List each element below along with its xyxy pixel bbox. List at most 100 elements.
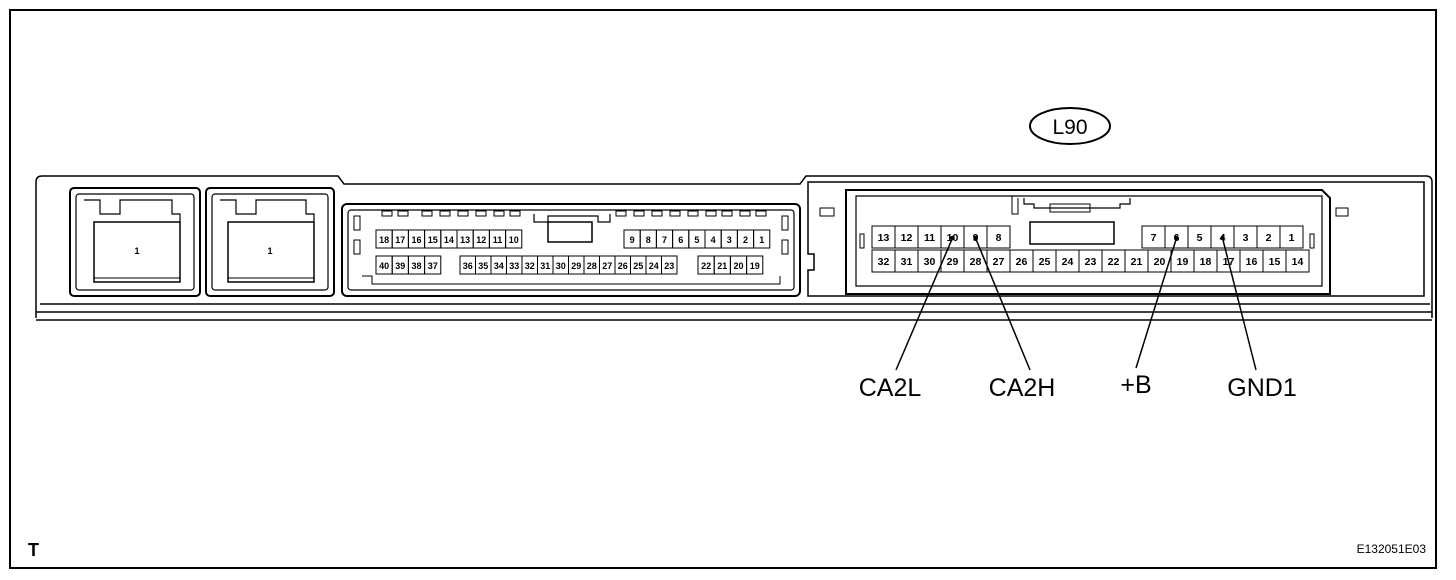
pin-number: 32: [878, 256, 890, 268]
pin-number: 34: [494, 261, 504, 271]
pin-number: 14: [444, 235, 454, 245]
pin-number: 28: [970, 256, 982, 268]
pin-number: 30: [924, 256, 936, 268]
pin-number: 37: [428, 261, 438, 271]
pin-number: 28: [587, 261, 597, 271]
mid-connector: [341, 203, 801, 297]
latch-slot: [739, 210, 751, 217]
pin-number: 26: [1016, 256, 1028, 268]
pin-number: 15: [1269, 256, 1281, 268]
leader-line: [1135, 237, 1178, 369]
latch-slot: [687, 210, 699, 217]
mid-connector-latch-slots: [381, 210, 767, 217]
leader-line: [895, 237, 954, 371]
pin-number: 2: [743, 235, 748, 245]
pin-number: 16: [1246, 256, 1258, 268]
main-connector: [807, 181, 1425, 297]
pin-number: 21: [1131, 256, 1143, 268]
connector-label-badge: L90: [1029, 107, 1111, 145]
pin-number: 20: [1154, 256, 1166, 268]
signal-label-ca2h: CA2H: [989, 374, 1056, 402]
pin-number: 21: [717, 261, 727, 271]
leader-dot: [973, 235, 978, 241]
pin-number: 1: [1289, 232, 1295, 244]
pin-number: 10: [509, 235, 519, 245]
pin-number: 7: [1151, 232, 1157, 244]
latch-slot: [421, 210, 433, 217]
pin-number: 4: [711, 235, 716, 245]
pin-number: 19: [750, 261, 760, 271]
pin-number: 3: [727, 235, 732, 245]
pin-number: 22: [701, 261, 711, 271]
pin-number: 31: [901, 256, 913, 268]
pin-number: 35: [478, 261, 488, 271]
pin-number: 24: [1062, 256, 1074, 268]
pin-number: 9: [630, 235, 635, 245]
pin-number: 31: [540, 261, 550, 271]
pin-number: 23: [1085, 256, 1097, 268]
signal-label-plus-b: +B: [1120, 371, 1151, 399]
pin-number: 11: [924, 232, 935, 244]
pin-number: 11: [493, 235, 503, 245]
pin-number: 5: [1197, 232, 1203, 244]
pin-cell: [746, 255, 764, 275]
pin-number: 33: [509, 261, 519, 271]
latch-slot: [705, 210, 717, 217]
pin-number: 38: [411, 261, 421, 271]
connector-label: L90: [1052, 116, 1087, 139]
pin-cell: [986, 225, 1011, 249]
main-connector-pins: 1312111098765432132313029282726252423222…: [871, 225, 1310, 273]
latch-slot: [755, 210, 767, 217]
signal-label-ca2l: CA2L: [859, 374, 922, 402]
corner-mark: T: [28, 540, 39, 560]
pin-number: 2: [1266, 232, 1272, 244]
pin-number: 5: [694, 235, 699, 245]
latch-slot: [633, 210, 645, 217]
latch-slot: [457, 210, 469, 217]
pin-number: 13: [460, 235, 470, 245]
pin-number: 26: [618, 261, 628, 271]
pin-cell: [424, 255, 442, 275]
pin-number: 8: [646, 235, 651, 245]
ecu-housing: [35, 175, 1433, 321]
pin-number: 12: [476, 235, 486, 245]
leader-dot: [1220, 235, 1225, 241]
figure-code: E132051E03: [1357, 542, 1427, 556]
leader-dot: [950, 235, 955, 241]
pin-number: 36: [463, 261, 473, 271]
leader-line: [1221, 237, 1257, 371]
latch-slot: [509, 210, 521, 217]
pin-number: 12: [901, 232, 913, 244]
pin-number: 25: [633, 261, 643, 271]
pin-number: 8: [996, 232, 1002, 244]
pin-cell: [505, 229, 523, 249]
pin-number: 3: [1243, 232, 1249, 244]
pin-cell: [661, 255, 678, 275]
latch-slot: [381, 210, 393, 217]
pin-number: 17: [395, 235, 405, 245]
pin-cell: [1279, 225, 1304, 249]
pin-number: 18: [1200, 256, 1212, 268]
pin-cell: [753, 229, 771, 249]
figure-frame: [9, 9, 1437, 569]
pin-number: 27: [993, 256, 1005, 268]
pin-number: 29: [947, 256, 959, 268]
latch-slot: [439, 210, 451, 217]
pin-number: 13: [878, 232, 890, 244]
pin-number: 23: [664, 261, 674, 271]
pin-number: 14: [1292, 256, 1304, 268]
pin-number: 15: [428, 235, 438, 245]
pin-number: 27: [602, 261, 612, 271]
pin-number: 18: [379, 235, 389, 245]
pin-number: 39: [395, 261, 405, 271]
latch-slot: [651, 210, 663, 217]
latch-slot: [721, 210, 733, 217]
pin-cell: [1285, 249, 1310, 273]
signal-label-gnd1: GND1: [1227, 374, 1296, 402]
pin-number: 20: [733, 261, 743, 271]
leader-line: [974, 237, 1031, 371]
pin-number: 40: [379, 261, 389, 271]
pin-number: 7: [662, 235, 667, 245]
